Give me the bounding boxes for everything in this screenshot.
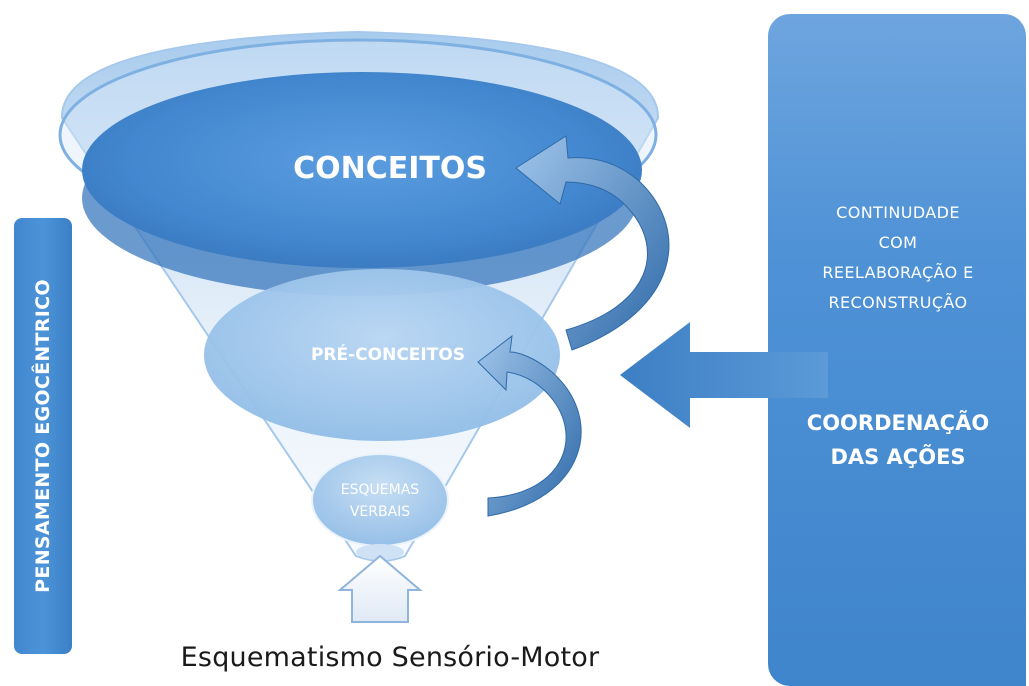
continuity-line-1: CONTINUDADE xyxy=(836,203,960,222)
middle-disk xyxy=(204,269,560,441)
bottom-level-label-line-2: VERBAIS xyxy=(350,504,410,520)
coordination-line-1: COORDENAÇÃO xyxy=(806,411,990,435)
big-left-arrow xyxy=(620,322,828,428)
coordination-text-block: COORDENAÇÃO DAS AÇÕES xyxy=(806,406,990,474)
up-arrow-icon xyxy=(337,554,423,623)
top-level-label: CONCEITOS xyxy=(293,151,487,186)
middle-level-label: PRÉ-CONCEITOS xyxy=(311,343,465,365)
left-side-bar xyxy=(14,218,72,654)
right-side-panel xyxy=(768,14,1026,686)
funnel-tip xyxy=(356,544,404,560)
base-label: Esquematismo Sensório-Motor xyxy=(180,642,600,673)
top-disk xyxy=(82,72,642,268)
continuity-line-3: REELABORAÇÃO E xyxy=(822,263,974,282)
bottom-level-label-line-1: ESQUEMAS xyxy=(341,482,420,498)
upper-curl-arrow xyxy=(515,135,670,351)
continuity-line-2: COM xyxy=(878,233,918,252)
lower-curl-arrow xyxy=(477,334,582,517)
continuity-text-block: CONTINUDADE COM REELABORAÇÃO E RECONSTRU… xyxy=(806,198,990,318)
lower-disk xyxy=(311,453,449,547)
continuity-line-4: RECONSTRUÇÃO xyxy=(828,293,968,312)
coordination-line-2: DAS AÇÕES xyxy=(830,445,966,469)
